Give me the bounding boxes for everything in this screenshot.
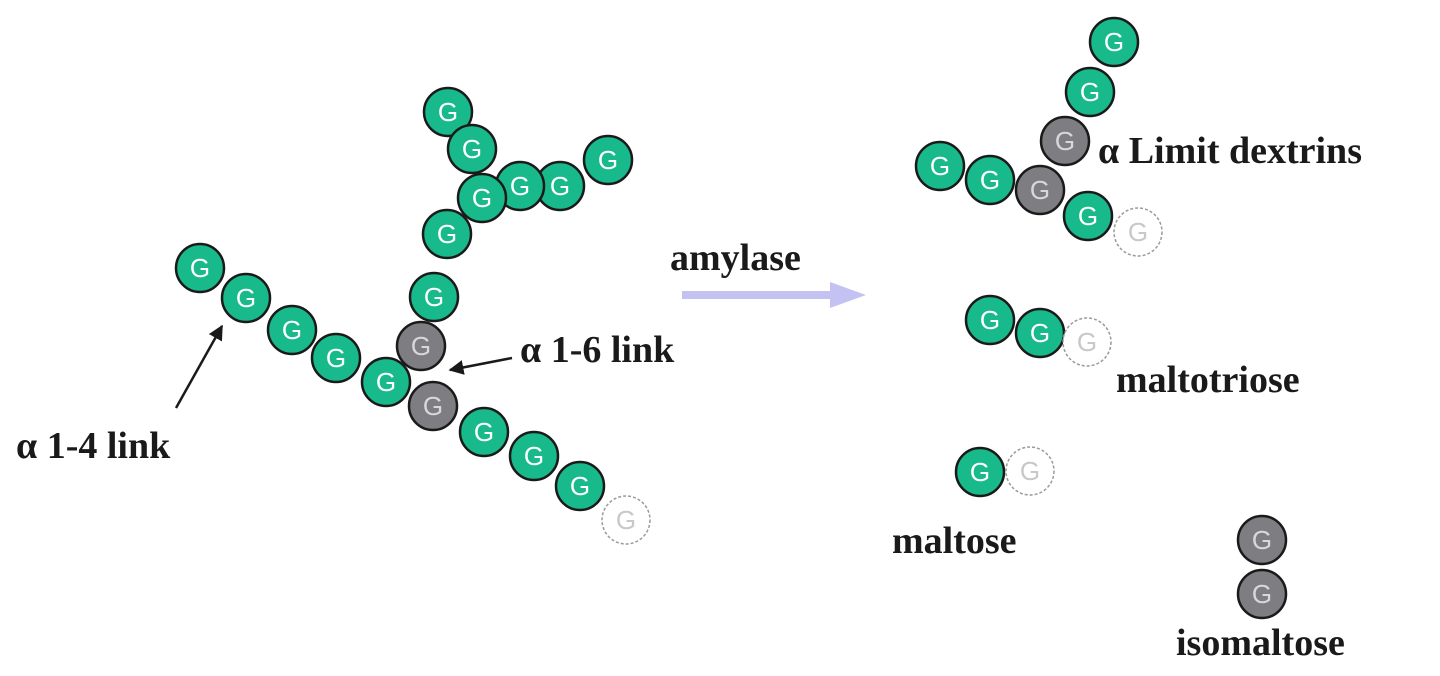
glucose-letter: G (190, 253, 210, 283)
alpha-1-4-glucose-unit: G (458, 406, 510, 458)
maltotriose-label: maltotriose (1116, 359, 1300, 401)
alpha-1-4-glucose-unit: G (554, 460, 606, 512)
alpha-1-4-glucose-unit: G (174, 242, 226, 294)
alpha-1-6-pointer-arrow (448, 356, 513, 375)
glucose-letter: G (1252, 579, 1272, 609)
alpha-1-4-glucose-unit: G (914, 140, 966, 192)
enzyme-label: amylase (670, 237, 801, 279)
reducing-end-glucose-unit: G (601, 495, 651, 545)
glucose-letter: G (423, 391, 443, 421)
amylase-reaction-arrow (682, 282, 866, 308)
glucose-letter: G (1104, 27, 1124, 57)
reducing-end-glucose-unit: G (1113, 207, 1163, 257)
glucose-letter: G (1078, 201, 1098, 231)
alpha-1-4-pointer-arrow (174, 324, 224, 409)
glucose-letter: G (236, 283, 256, 313)
alpha-1-4-glucose-unit: G (266, 304, 318, 356)
alpha-1-4-glucose-unit: G (421, 208, 473, 260)
glucose-letter: G (970, 457, 990, 487)
alpha-1-4-glucose-unit: G (964, 154, 1016, 206)
glucose-letter: G (437, 219, 457, 249)
glucose-letter: G (930, 151, 950, 181)
glucose-letter: G (282, 315, 302, 345)
glucose-letter: G (1055, 126, 1075, 156)
alpha-1-4-glucose-unit: G (1064, 66, 1116, 118)
reducing-end-glucose-unit: G (1062, 317, 1112, 367)
glucose-letter: G (980, 305, 1000, 335)
glucose-letter: G (1020, 456, 1040, 486)
reducing-end-glucose-unit: G (1005, 446, 1055, 496)
alpha-1-6-branch-unit: G (1236, 568, 1288, 620)
alpha-1-4-glucose-unit: G (422, 86, 474, 138)
glucose-letter: G (616, 505, 636, 535)
glucose-letter: G (1252, 525, 1272, 555)
alpha-1-4-glucose-unit: G (964, 294, 1016, 346)
glucose-letter: G (550, 171, 570, 201)
alpha-1-4-glucose-unit: G (456, 172, 508, 224)
maltose-label: maltose (892, 520, 1017, 562)
alpha-1-4-glucose-unit: G (494, 160, 546, 212)
glucose-letter: G (462, 134, 482, 164)
glucose-letter: G (524, 441, 544, 471)
alpha-1-6-branch-unit: G (1014, 164, 1066, 216)
glucose-letter: G (1077, 327, 1097, 357)
isomaltose-label: isomaltose (1176, 622, 1345, 664)
glucose-letter: G (598, 145, 618, 175)
alpha-1-4-glucose-unit: G (1014, 307, 1066, 359)
alpha-1-6-link-label: α 1-6 link (520, 329, 675, 371)
alpha-1-4-glucose-unit: G (1062, 190, 1114, 242)
glucose-letter: G (1080, 77, 1100, 107)
glucose-letter: G (376, 367, 396, 397)
alpha-1-6-branch-unit: G (1039, 115, 1091, 167)
glucose-letter: G (474, 417, 494, 447)
alpha-1-4-glucose-unit: G (408, 271, 460, 323)
alpha-1-6-branch-unit: G (1236, 514, 1288, 566)
alpha-1-4-glucose-unit: G (446, 123, 498, 175)
alpha-1-4-glucose-unit: G (954, 446, 1006, 498)
alpha-1-4-glucose-unit: G (582, 134, 634, 186)
glucose-letter: G (424, 282, 444, 312)
glucose-letter: G (980, 165, 1000, 195)
glucose-letter: G (411, 331, 431, 361)
glucose-letter: G (438, 97, 458, 127)
alpha-1-4-glucose-unit: G (220, 272, 272, 324)
alpha-1-6-branch-unit: G (395, 320, 447, 372)
alpha-1-4-glucose-unit: G (508, 430, 560, 482)
glucose-letter: G (472, 183, 492, 213)
glucose-letter: G (1128, 217, 1148, 247)
alpha-1-4-glucose-unit: G (1088, 16, 1140, 68)
glucose-letter: G (570, 471, 590, 501)
alpha-1-4-link-label: α 1-4 link (16, 425, 171, 467)
glucose-letter: G (326, 343, 346, 373)
alpha-1-4-glucose-unit: G (310, 332, 362, 384)
glucose-letter: G (510, 171, 530, 201)
alpha-1-4-glucose-unit: G (360, 356, 412, 408)
glucose-letter: G (1030, 318, 1050, 348)
glucose-letter: G (1030, 175, 1050, 205)
alpha-1-6-branch-unit: G (407, 380, 459, 432)
limit-dextrins-label: α Limit dextrins (1098, 130, 1362, 172)
